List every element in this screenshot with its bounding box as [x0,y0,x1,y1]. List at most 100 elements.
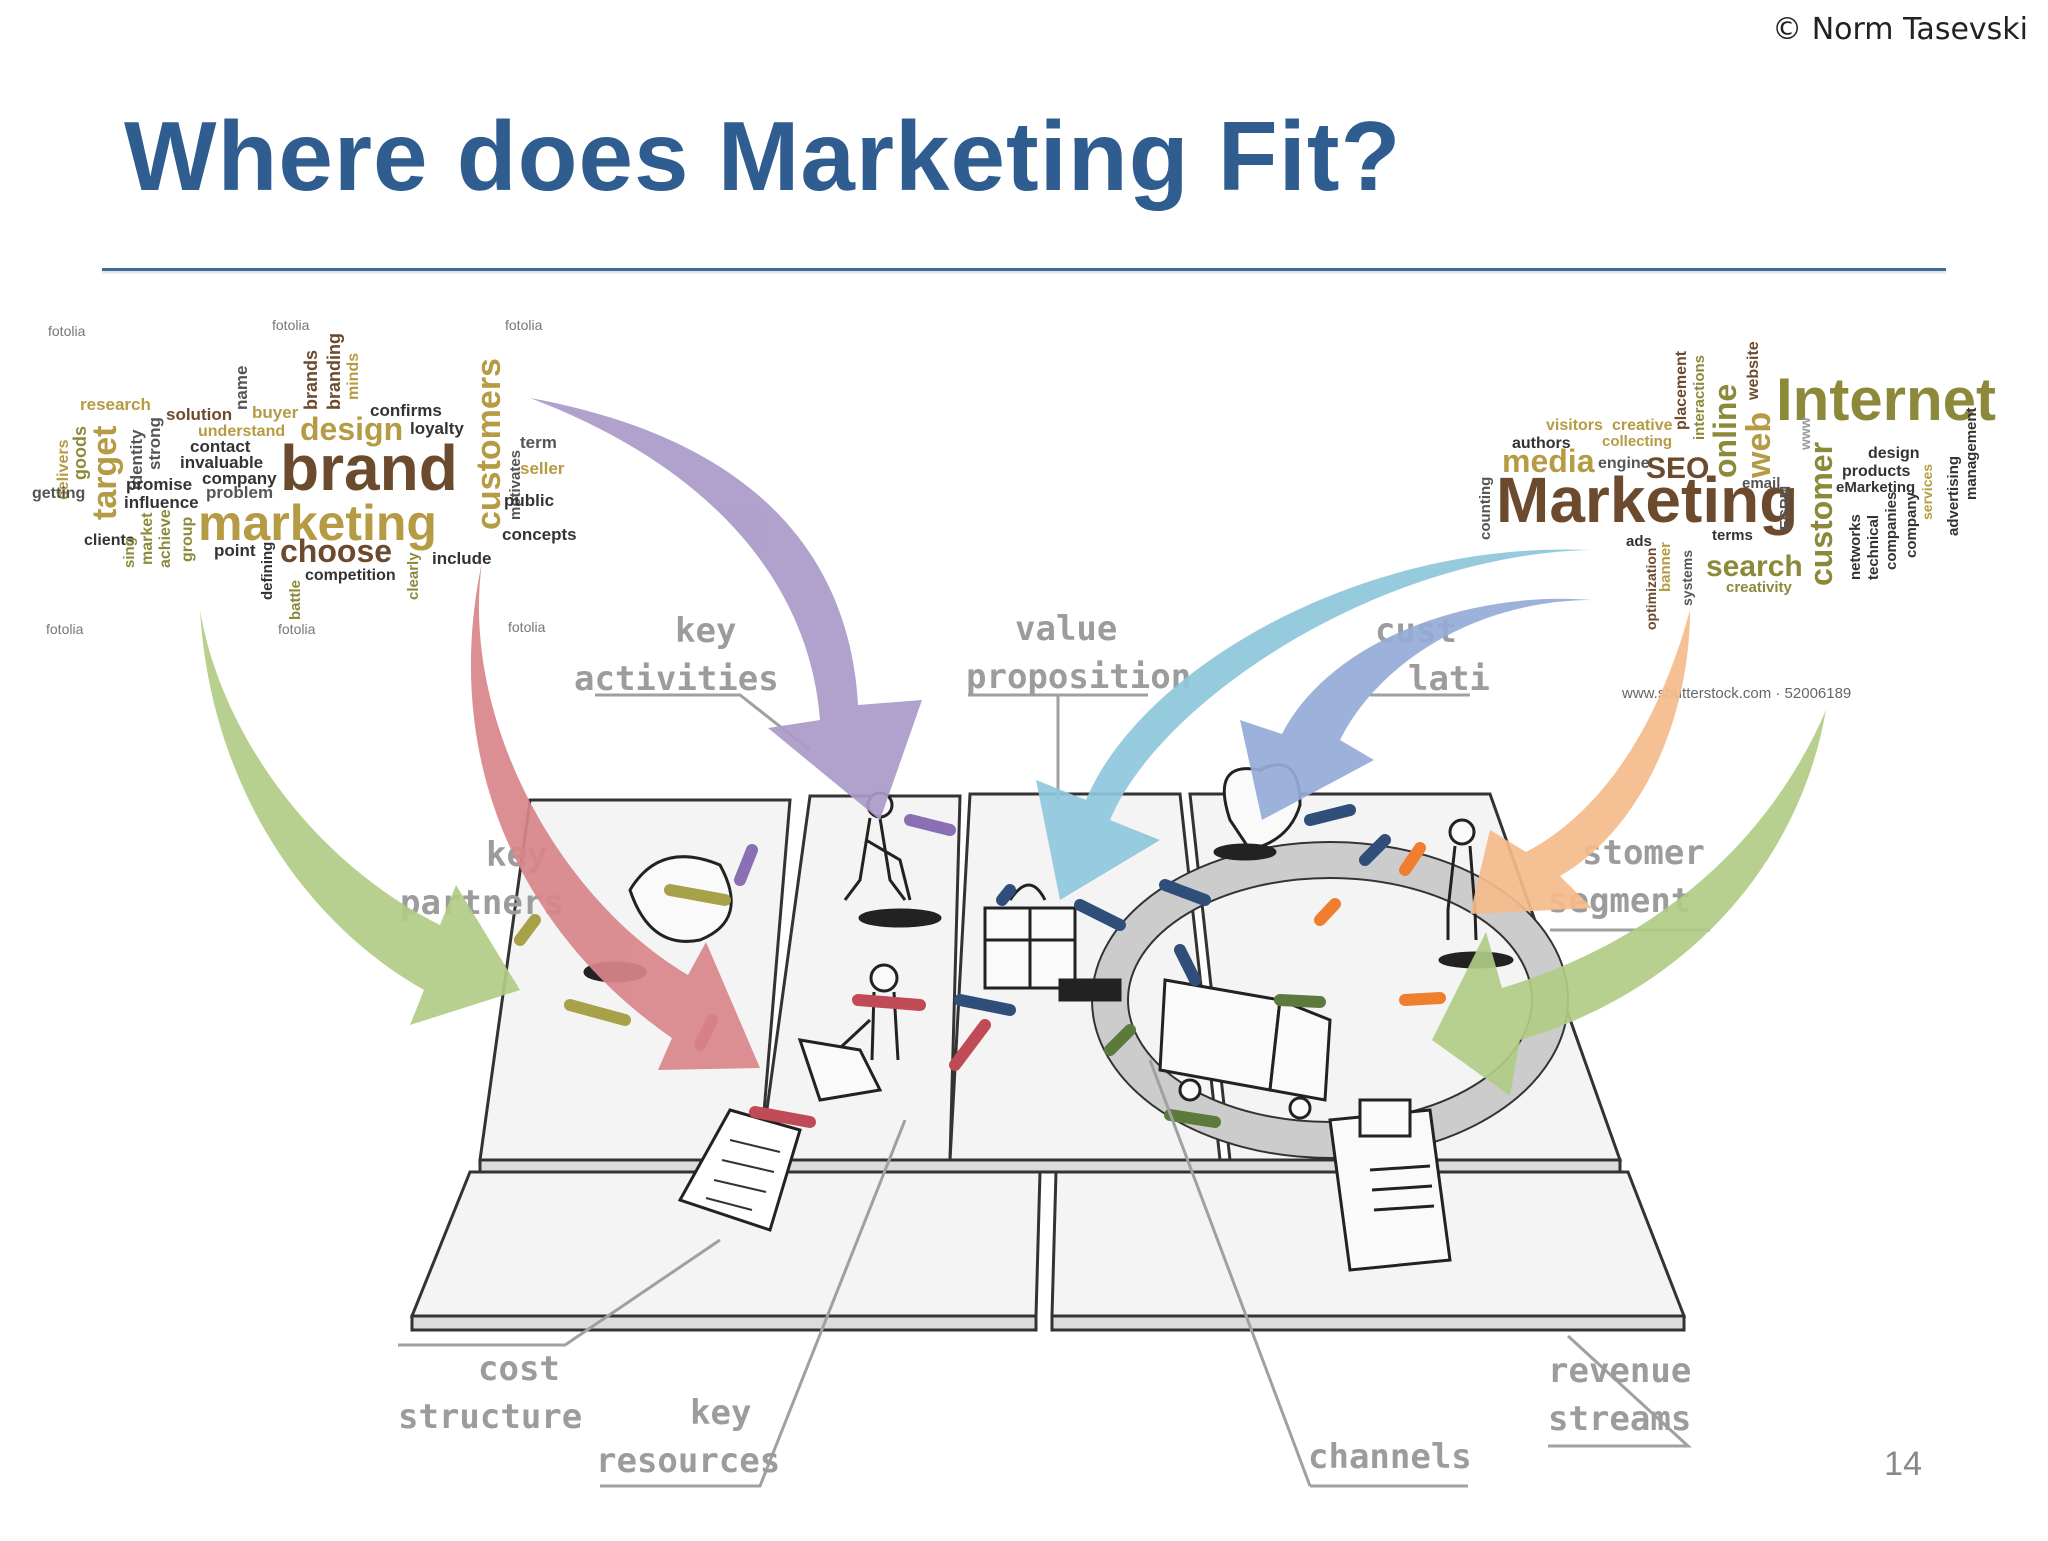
wc-emarketing: eMarketing [1836,479,1915,496]
confetti-marks [514,804,1446,1128]
label-channels: channels [1308,1437,1472,1477]
wc-understand: understand [198,423,285,440]
wc-optimization: optimization [1643,548,1659,630]
wc-internet: Internet [1776,366,1996,433]
wc-company-right: management [1963,407,1980,500]
arrows [200,398,1826,1096]
wc-market: market [139,512,156,565]
wc-target: target [86,426,124,520]
fotolia-watermark-5: fotolia [278,621,316,637]
shutterstock-watermark: www.shutterstock.com · 52006189 [1621,685,1851,702]
wc-interactions: interactions [1691,355,1708,440]
wc-battle: battle [287,580,304,620]
wc-technical: technical [1865,515,1882,580]
label-key-resources-2: resources [596,1441,780,1481]
wc-choose: choose [280,533,392,569]
label-key-activities-2: activities [574,659,779,699]
label-value-proposition-1: value [1015,609,1117,649]
green-arrow-left [200,610,520,1025]
wc-web: web [1740,412,1778,479]
wc-engine: engine [1598,455,1650,472]
title-divider [102,268,1946,271]
wc-design: design [300,411,403,447]
wc-banner: banner [1657,542,1674,592]
label-key-resources-1: key [690,1393,751,1433]
wc-invaluable: invaluable [180,453,263,472]
wc-loyalty: loyalty [410,419,464,438]
fotolia-watermark-3: fotolia [505,317,543,333]
wc-placement: placement [1673,350,1690,430]
wc-ads: ads [1626,533,1652,550]
blue-arrow [1240,598,1592,820]
wc-search: search [1706,550,1803,583]
orange-arrow [1470,610,1690,914]
wc-brand: brand [280,432,458,504]
wc-customer: customer [1803,442,1839,586]
wc-collecting: collecting [1602,433,1672,450]
canvas-label-texts: key activities value proposition cust la… [398,609,1705,1481]
wc-defining: defining [259,542,276,600]
label-cost-structure-1: cost [478,1349,560,1389]
label-customer-relationships-2: lati [1408,659,1490,699]
label-value-proposition-2: proposition [966,657,1191,697]
illustration-svg: key activities value proposition cust la… [32,317,1996,1488]
wc-goods: goods [70,426,90,480]
green-arrow-right [1432,710,1826,1096]
wc-companies: companies [1883,492,1900,570]
fotolia-watermark-2: fotolia [272,317,310,333]
business-model-canvas-illustration: key activities value proposition cust la… [0,300,2048,1536]
wc-group: group [179,516,196,562]
wc-networks: networks [1847,514,1864,580]
wc-contact: contact [190,437,251,456]
wc-creativity: creativity [1726,579,1793,596]
wc-delivers: delivers [55,439,72,500]
label-revenue-streams-2: streams [1548,1399,1691,1439]
wc-motivates: motivates [507,450,524,520]
slide-title: Where does Marketing Fit? [124,101,1402,211]
wc-public: public [504,491,554,510]
wc-minds: minds [345,353,362,400]
wc-problem: problem [206,483,273,502]
wc-systems: systems [1679,550,1695,606]
wc-term: term [520,433,557,452]
fotolia-watermark-6: fotolia [508,619,546,635]
wc-sing: sing [121,537,138,568]
wc-terms: terms [1712,527,1753,544]
wc-clearly: clearly [405,552,422,600]
page-number: 14 [1884,1445,1922,1483]
wc-media: media [1502,443,1595,479]
wc-marketing: marketing [198,495,437,551]
wc-point: point [214,541,256,560]
wc-products: products [1842,463,1911,480]
wc-name: name [232,366,251,410]
wc-customers: customers [470,358,508,530]
wc-design-right: design [1868,445,1920,462]
copyright-notice: © Norm Tasevski [1772,12,2028,47]
fotolia-watermark-4: fotolia [46,621,84,637]
light-blue-arrow [1036,549,1590,900]
wc-authors: authors [1512,435,1571,452]
wc-seo: SEO [1646,452,1709,485]
wc-seller: seller [520,459,565,478]
wc-confirms: confirms [370,401,442,420]
wc-services: company [1903,491,1920,558]
key-activities-block [758,794,962,1162]
wc-online: online [1707,384,1743,478]
label-cost-structure-2: structure [398,1397,582,1437]
wc-concepts: concepts [502,525,577,544]
wc-research: research [80,395,151,414]
fotolia-watermark-1: fotolia [48,323,86,339]
wc-influence: influence [124,493,199,512]
wc-company: company [202,469,277,488]
wc-identity: identity [127,429,146,490]
wc-strong: strong [145,417,164,470]
wc-buyer: buyer [252,403,299,422]
wc-promise: promise [126,475,192,494]
right-word-cloud: Internet Marketing visitors creative col… [1477,341,1996,702]
wc-counting: counting [1477,477,1494,540]
wc-include: include [432,549,492,568]
label-revenue-streams-1: revenue [1548,1351,1691,1391]
wc-clients: clients [84,532,135,549]
wc-email: email [1742,475,1780,492]
wc-getting: getting [32,485,85,502]
